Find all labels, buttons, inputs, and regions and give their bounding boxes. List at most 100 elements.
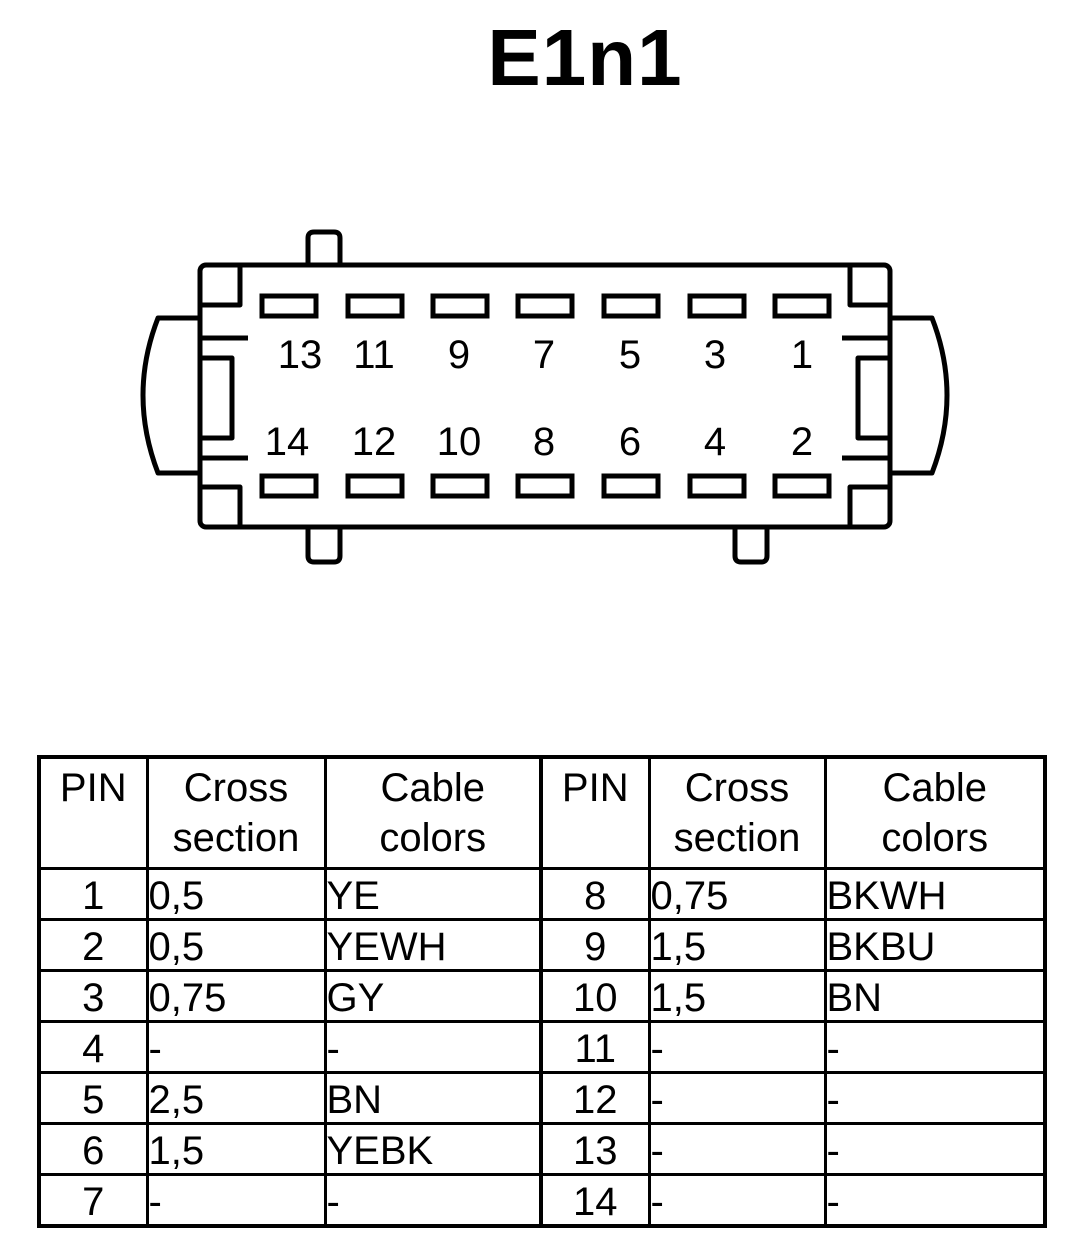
cross-section: 1,5 bbox=[145, 1122, 327, 1176]
cross-section: - bbox=[145, 1020, 327, 1074]
pin-label: 10 bbox=[437, 420, 482, 464]
pin-label: 13 bbox=[278, 333, 323, 377]
pin-slot bbox=[345, 473, 405, 499]
right-wing-inner bbox=[842, 335, 890, 461]
pin-slot bbox=[430, 293, 490, 319]
table-row: 2 0,5 YEWH 9 1,5 BKBU bbox=[37, 918, 1047, 972]
pin-number: 10 bbox=[539, 969, 651, 1023]
header-pin: PIN bbox=[37, 755, 149, 870]
pin-number: 14 bbox=[539, 1173, 651, 1228]
bottom-latch-right bbox=[732, 527, 770, 565]
pin-label: 3 bbox=[704, 333, 726, 377]
table-row: 5 2,5 BN 12 - - bbox=[37, 1071, 1047, 1125]
table-row: 3 0,75 GY 10 1,5 BN bbox=[37, 969, 1047, 1023]
cable-color: - bbox=[823, 1020, 1047, 1074]
table-row: 4 - - 11 - - bbox=[37, 1020, 1047, 1074]
cross-section: - bbox=[647, 1122, 827, 1176]
diagram-title: E1n1 bbox=[487, 13, 683, 102]
pin-slot bbox=[515, 293, 575, 319]
corner-block-bottom-right bbox=[847, 484, 890, 527]
table-row: 7 - - 14 - - bbox=[37, 1173, 1047, 1228]
pin-slot bbox=[430, 473, 490, 499]
cable-color: - bbox=[323, 1173, 543, 1228]
corner-block-top-right bbox=[847, 265, 890, 308]
cable-color: YEWH bbox=[323, 918, 543, 972]
cable-color: YEBK bbox=[323, 1122, 543, 1176]
left-wing-inner bbox=[200, 335, 248, 461]
table-row: 6 1,5 YEBK 13 - - bbox=[37, 1122, 1047, 1176]
cross-section: 0,75 bbox=[145, 969, 327, 1023]
pin-label: 6 bbox=[619, 420, 641, 464]
pin-number: 2 bbox=[37, 918, 149, 972]
pin-number: 11 bbox=[539, 1020, 651, 1074]
cable-color: BN bbox=[823, 969, 1047, 1023]
pin-slot bbox=[687, 293, 747, 319]
cable-color: BN bbox=[323, 1071, 543, 1125]
top-latch bbox=[305, 229, 343, 265]
left-wing bbox=[140, 315, 200, 476]
cable-color: - bbox=[323, 1020, 543, 1074]
pin-label: 7 bbox=[533, 333, 555, 377]
pin-slot bbox=[601, 293, 661, 319]
cross-section: - bbox=[647, 1020, 827, 1074]
pin-slot bbox=[259, 473, 319, 499]
bottom-latch-left bbox=[305, 527, 343, 565]
connector-diagram: 13 11 9 7 5 3 1 14 12 10 8 6 4 2 bbox=[140, 229, 950, 565]
pin-label: 1 bbox=[791, 333, 813, 377]
pin-label: 14 bbox=[265, 420, 310, 464]
pin-number: 9 bbox=[539, 918, 651, 972]
pin-label: 9 bbox=[448, 333, 470, 377]
cross-section: 0,75 bbox=[647, 867, 827, 921]
pin-slot bbox=[772, 293, 832, 319]
cable-color: YE bbox=[323, 867, 543, 921]
pin-label: 4 bbox=[704, 420, 726, 464]
pin-number: 4 bbox=[37, 1020, 149, 1074]
cross-section: 0,5 bbox=[145, 867, 327, 921]
right-wing-slot bbox=[855, 355, 893, 441]
cable-color: - bbox=[823, 1122, 1047, 1176]
pin-slot bbox=[515, 473, 575, 499]
cable-color: - bbox=[823, 1173, 1047, 1228]
right-wing bbox=[890, 315, 950, 476]
cross-section: 2,5 bbox=[145, 1071, 327, 1125]
pin-label: 5 bbox=[619, 333, 641, 377]
corner-block-top-left bbox=[200, 265, 243, 308]
connector-housing bbox=[197, 262, 893, 530]
cross-section: - bbox=[647, 1071, 827, 1125]
pin-slot bbox=[345, 293, 405, 319]
pin-number: 8 bbox=[539, 867, 651, 921]
pin-slot bbox=[687, 473, 747, 499]
pin-number: 1 bbox=[37, 867, 149, 921]
pin-number: 6 bbox=[37, 1122, 149, 1176]
corner-block-bottom-left bbox=[200, 484, 243, 527]
pin-label: 8 bbox=[533, 420, 555, 464]
pin-number: 3 bbox=[37, 969, 149, 1023]
cross-section: 0,5 bbox=[145, 918, 327, 972]
left-wing-slot bbox=[197, 355, 235, 441]
cross-section: 1,5 bbox=[647, 918, 827, 972]
pin-label: 11 bbox=[353, 333, 395, 377]
pin-slot bbox=[772, 473, 832, 499]
header-pin: PIN bbox=[539, 755, 651, 870]
cross-section: - bbox=[647, 1173, 827, 1228]
cable-color: - bbox=[823, 1071, 1047, 1125]
cable-color: BKBU bbox=[823, 918, 1047, 972]
cross-section: - bbox=[145, 1173, 327, 1228]
pin-label: 12 bbox=[352, 420, 397, 464]
pin-number: 13 bbox=[539, 1122, 651, 1176]
top-pin-slots bbox=[259, 293, 832, 319]
pin-label: 2 bbox=[791, 420, 813, 464]
pin-number: 5 bbox=[37, 1071, 149, 1125]
cable-color: GY bbox=[323, 969, 543, 1023]
pin-slot bbox=[601, 473, 661, 499]
cable-color: BKWH bbox=[823, 867, 1047, 921]
cross-section: 1,5 bbox=[647, 969, 827, 1023]
pin-number: 12 bbox=[539, 1071, 651, 1125]
bottom-pin-slots bbox=[259, 473, 832, 499]
